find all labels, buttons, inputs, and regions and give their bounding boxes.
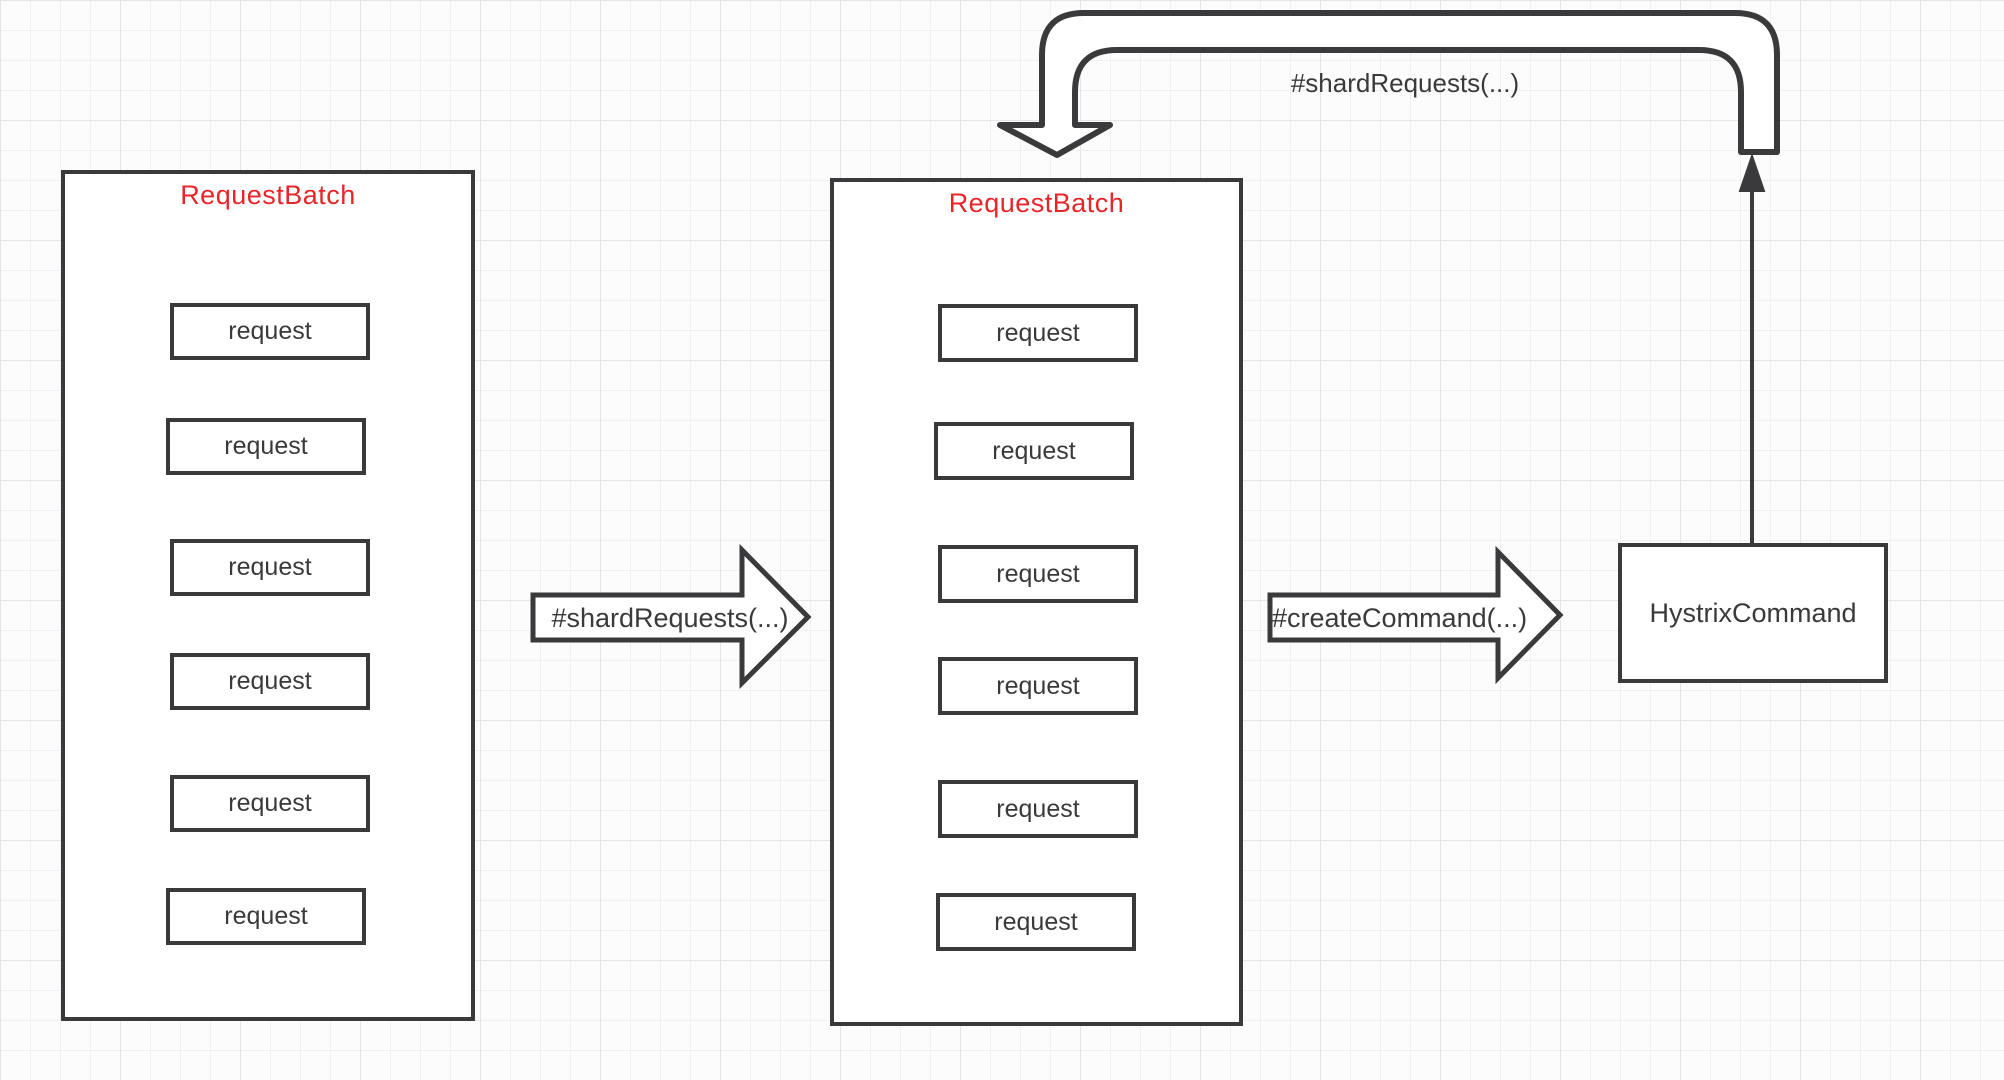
request-item: request [938,304,1138,362]
return-arrow-label: #shardRequests(...) [1290,68,1520,98]
shard-arrow-label: #shardRequests(...) [551,603,789,633]
request-item: request [938,780,1138,838]
request-item: request [170,303,370,360]
request-item: request [170,653,370,710]
request-item: request [936,893,1136,951]
request-item: request [938,545,1138,603]
request-item: request [938,657,1138,715]
request-batch-middle: RequestBatch request request request req… [830,178,1243,1026]
request-item: request [934,422,1134,480]
request-item: request [166,888,366,945]
request-batch-middle-title: RequestBatch [948,188,1125,218]
hystrix-command-box: HystrixCommand [1618,543,1888,683]
request-item: request [170,775,370,832]
request-item: request [170,539,370,596]
request-batch-left-title: RequestBatch [180,180,356,210]
request-item: request [166,418,366,475]
request-batch-left: RequestBatch request request request req… [61,170,475,1021]
create-arrow-label: #createCommand(...) [1272,603,1528,633]
up-arrow-head [1738,152,1766,192]
